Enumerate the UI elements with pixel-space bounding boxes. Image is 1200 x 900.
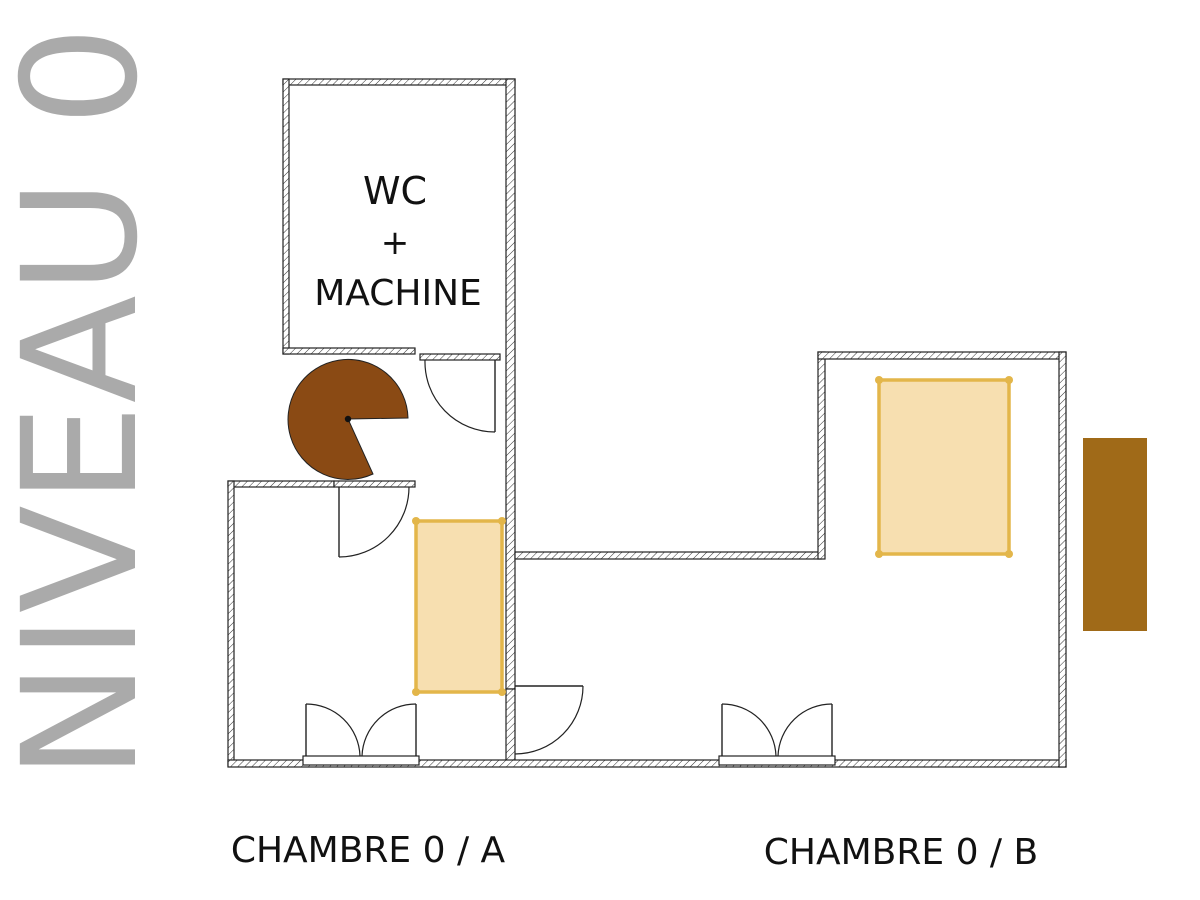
bed-chambre-a bbox=[412, 517, 506, 696]
chambre-b-label: CHAMBRE 0 / B bbox=[764, 832, 1038, 873]
chambre-b-double-door bbox=[718, 703, 836, 766]
wc-label-line3: MACHINE bbox=[314, 273, 482, 314]
central-door bbox=[514, 685, 584, 755]
spiral-staircase-icon bbox=[287, 359, 409, 480]
walls bbox=[227, 78, 1067, 768]
level-title: NIVEAU 0 bbox=[0, 25, 173, 780]
chambre-a-double-door bbox=[302, 703, 420, 766]
bed-chambre-b bbox=[875, 376, 1013, 558]
chambre-a-label: CHAMBRE 0 / A bbox=[231, 830, 506, 871]
wc-label-line2: + bbox=[381, 223, 410, 263]
wc-door bbox=[424, 359, 496, 433]
chambre-a-top-door bbox=[338, 486, 410, 558]
cabinet-block bbox=[1083, 438, 1147, 631]
wc-label-line1: WC bbox=[363, 169, 427, 213]
